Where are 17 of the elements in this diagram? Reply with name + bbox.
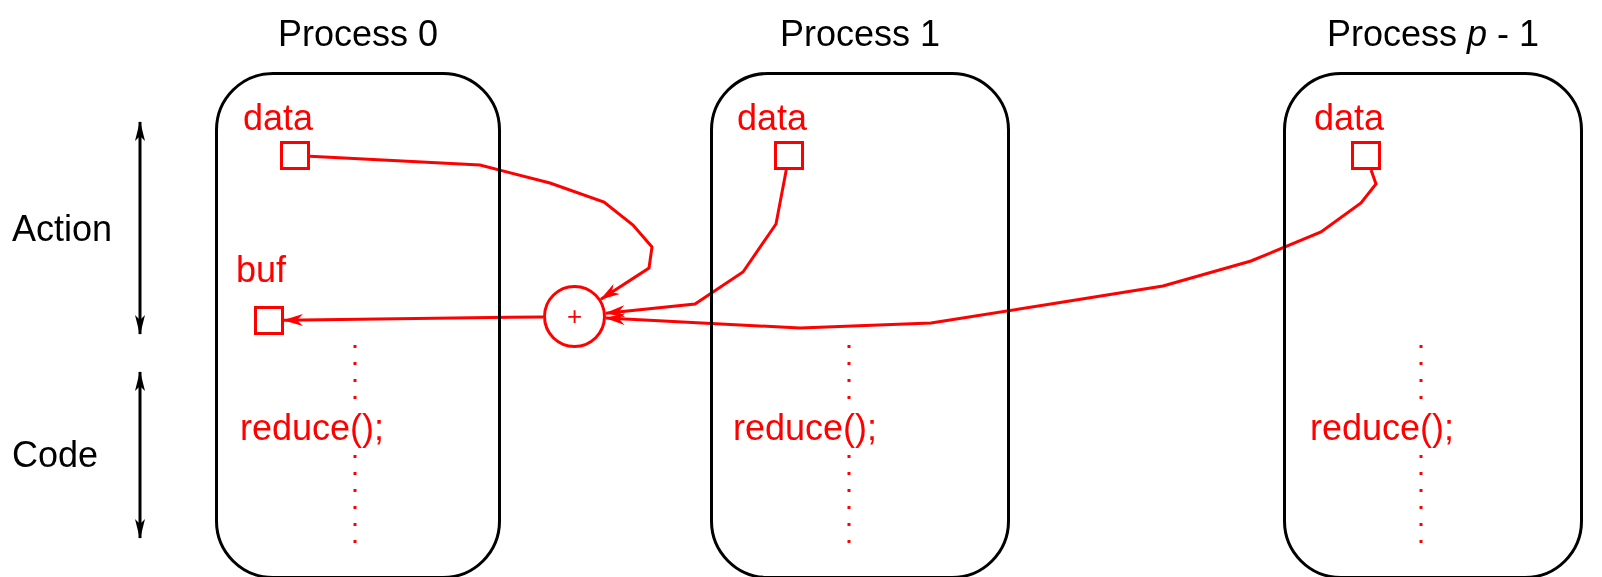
code-text: reduce();	[240, 410, 385, 446]
code-text: reduce();	[733, 410, 878, 446]
process-title: Process 0	[276, 16, 440, 52]
variable-label: buf	[236, 252, 287, 288]
sum-circle: +	[543, 285, 606, 348]
process-title: Process 1	[778, 16, 942, 52]
arrow	[309, 154, 654, 301]
process-title: Process p - 1	[1325, 16, 1541, 52]
variable-label: data	[243, 100, 314, 136]
variable-label: data	[1314, 100, 1385, 136]
code-text: reduce();	[1310, 410, 1455, 446]
arrow	[283, 314, 544, 327]
arrow	[604, 169, 1378, 330]
arrow	[604, 169, 788, 318]
axis-label: Action	[12, 211, 113, 247]
variable-label: data	[737, 100, 808, 136]
axis-label: Code	[12, 437, 99, 473]
